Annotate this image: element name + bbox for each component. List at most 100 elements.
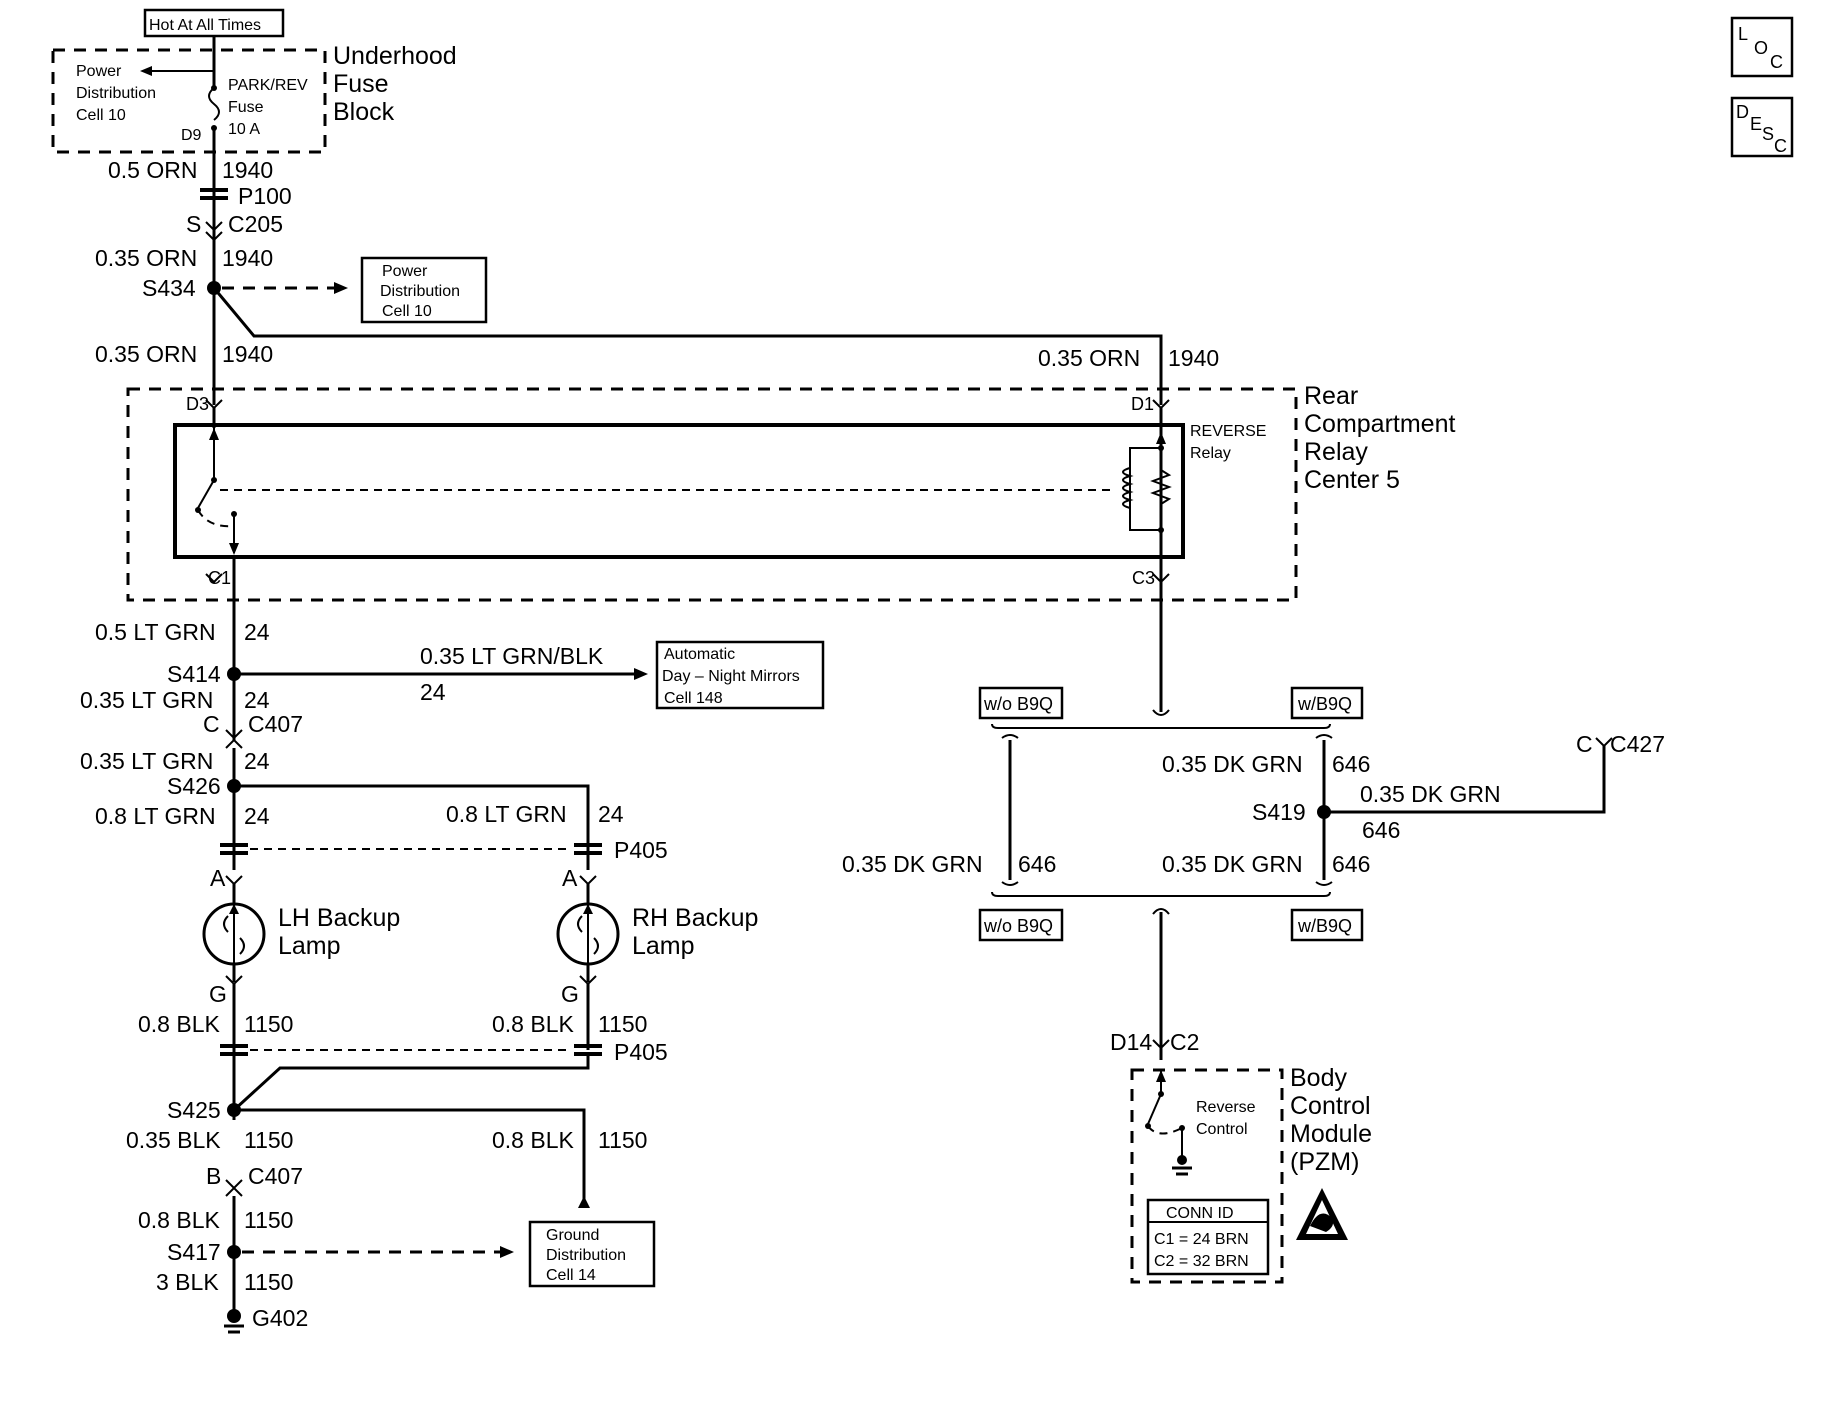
wire-gauge-0-35-dk-grn-a: 0.35 DK GRN	[1162, 751, 1303, 777]
s417-splice	[227, 1245, 241, 1259]
ground-distribution-cell-14[interactable]: Ground Distribution Cell 14	[528, 1220, 656, 1288]
wire-gauge-0-8-blk-c: 0.8 BLK	[492, 1127, 574, 1153]
c1-pin	[205, 573, 223, 584]
c3-pin	[1152, 573, 1170, 584]
wire-number-1150-d: 1150	[598, 1127, 647, 1153]
p405-bottom-label: P405	[614, 1039, 668, 1065]
rh-backup-lamp-icon	[556, 902, 620, 966]
svg-text:G: G	[561, 981, 579, 1007]
wire-number-24-b: 24	[420, 679, 446, 705]
svg-text:G: G	[209, 981, 227, 1007]
svg-text:E: E	[1750, 114, 1762, 134]
svg-text:w/B9Q: w/B9Q	[1297, 694, 1352, 714]
description-icon[interactable]: D E S C	[1730, 96, 1794, 158]
reverse-control-switch-icon	[1147, 1093, 1162, 1125]
wire-number-1150-a: 1150	[244, 1011, 293, 1037]
svg-text:(PZM): (PZM)	[1290, 1148, 1359, 1176]
svg-text:10 A: 10 A	[228, 121, 260, 138]
svg-text:C2 = 32 BRN: C2 = 32 BRN	[1154, 1253, 1249, 1270]
svg-text:Control: Control	[1196, 1121, 1248, 1138]
wire-number-24-e: 24	[244, 803, 270, 829]
svg-text:Power: Power	[76, 63, 122, 80]
svg-text:Relay: Relay	[1304, 438, 1368, 466]
d14-c2-pin	[1152, 1039, 1170, 1050]
wire-number-1150-e: 1150	[244, 1207, 293, 1233]
svg-text:Center 5: Center 5	[1304, 466, 1400, 494]
wire-number-24-f: 24	[598, 801, 624, 827]
lh-backup-lamp-label: LH Backup Lamp	[278, 904, 400, 960]
svg-text:Module: Module	[1290, 1120, 1372, 1148]
svg-text:Body: Body	[1290, 1064, 1347, 1092]
p405-top-connector	[220, 843, 602, 855]
svg-text:D1: D1	[1131, 394, 1154, 414]
svg-text:Underhood: Underhood	[333, 42, 457, 70]
svg-text:LH Backup: LH Backup	[278, 904, 400, 932]
c205-connector	[205, 221, 223, 232]
d14-label: D14	[1110, 1029, 1152, 1055]
s419-label: S419	[1252, 799, 1306, 825]
body-control-module-label: Body Control Module (PZM)	[1290, 1064, 1372, 1176]
svg-text:A: A	[562, 865, 578, 891]
wire-gauge-0-5-orn: 0.5 ORN	[108, 157, 197, 183]
svg-text:Automatic: Automatic	[664, 646, 735, 663]
p405-bottom-connector	[220, 1044, 602, 1056]
park-rev-fuse-label: PARK/REV Fuse 10 A	[228, 77, 308, 138]
svg-text:S: S	[1762, 124, 1774, 144]
c407-b-letter: B	[206, 1163, 221, 1189]
power-distribution-cell-10-top[interactable]: Power Distribution Cell 10	[76, 63, 156, 124]
svg-text:Cell 10: Cell 10	[76, 107, 126, 124]
relay-switch-icon	[197, 479, 215, 509]
svg-text:C: C	[1770, 52, 1783, 72]
reverse-relay-label: REVERSE Relay	[1190, 423, 1266, 462]
option-wo-b9q-bottom: w/o B9Q	[978, 908, 1064, 942]
lh-lamp-pin-a	[225, 875, 243, 886]
svg-text:C1: C1	[208, 568, 231, 588]
svg-text:O: O	[1754, 38, 1768, 58]
wire-number-646-c: 646	[1018, 851, 1056, 877]
svg-text:Cell 148: Cell 148	[664, 690, 723, 707]
wire-number-1150-c: 1150	[244, 1127, 293, 1153]
location-icon[interactable]: L O C	[1730, 16, 1794, 78]
wire-gauge-0-35-orn-a: 0.35 ORN	[95, 245, 197, 271]
c205-letter: S	[186, 211, 201, 237]
rh-lamp-pin-a	[579, 875, 597, 886]
s414-label: S414	[167, 661, 221, 687]
c2-label: C2	[1170, 1029, 1199, 1055]
svg-text:Cell 14: Cell 14	[546, 1267, 596, 1284]
reverse-relay	[173, 423, 1185, 559]
rh-backup-lamp-label: RH Backup Lamp	[632, 904, 758, 960]
wire-gauge-0-35-orn-b: 0.35 ORN	[95, 341, 197, 367]
svg-text:C: C	[1774, 136, 1787, 156]
wire-number-24-a: 24	[244, 619, 270, 645]
wire-gauge-0-35-lt-grn-a: 0.35 LT GRN	[80, 687, 213, 713]
svg-text:Compartment: Compartment	[1304, 410, 1455, 438]
svg-text:Hot At All Times: Hot At All Times	[149, 17, 261, 34]
svg-text:w/o B9Q: w/o B9Q	[983, 916, 1053, 936]
svg-text:C3: C3	[1132, 568, 1155, 588]
p405-top-label: P405	[614, 837, 668, 863]
power-distribution-cell-10-mid[interactable]: Power Distribution Cell 10	[360, 256, 488, 324]
wire-gauge-0-35-blk: 0.35 BLK	[126, 1127, 221, 1153]
relay-coil-icon	[1122, 467, 1134, 509]
svg-text:A: A	[210, 865, 226, 891]
automatic-day-night-mirrors-cell[interactable]: Automatic Day – Night Mirrors Cell 148	[655, 640, 825, 710]
s417-label: S417	[167, 1239, 221, 1265]
bcm-ground-icon	[1172, 1155, 1192, 1176]
svg-text:L: L	[1738, 24, 1748, 44]
wire-number-1940: 1940	[222, 157, 273, 183]
svg-text:REVERSE: REVERSE	[1190, 423, 1266, 440]
svg-text:Power: Power	[382, 263, 428, 280]
underhood-fuse-block	[51, 48, 327, 154]
hot-at-all-times-label: Hot At All Times	[143, 8, 285, 38]
wire-number-1940-a: 1940	[222, 245, 273, 271]
wire-gauge-0-8-blk-d: 0.8 BLK	[138, 1207, 220, 1233]
c427-label: C427	[1610, 731, 1665, 757]
rear-compartment-relay-center-label: Rear Compartment Relay Center 5	[1304, 382, 1455, 494]
wire-number-1940-c: 1940	[1168, 345, 1219, 371]
ground-arrow-icon	[578, 1196, 590, 1208]
wire-gauge-0-35-dk-grn-d: 0.35 DK GRN	[1162, 851, 1303, 877]
lh-backup-lamp-icon	[202, 902, 266, 966]
underhood-fuse-block-label: Underhood Fuse Block	[333, 42, 457, 126]
resistor-icon	[1150, 469, 1172, 505]
